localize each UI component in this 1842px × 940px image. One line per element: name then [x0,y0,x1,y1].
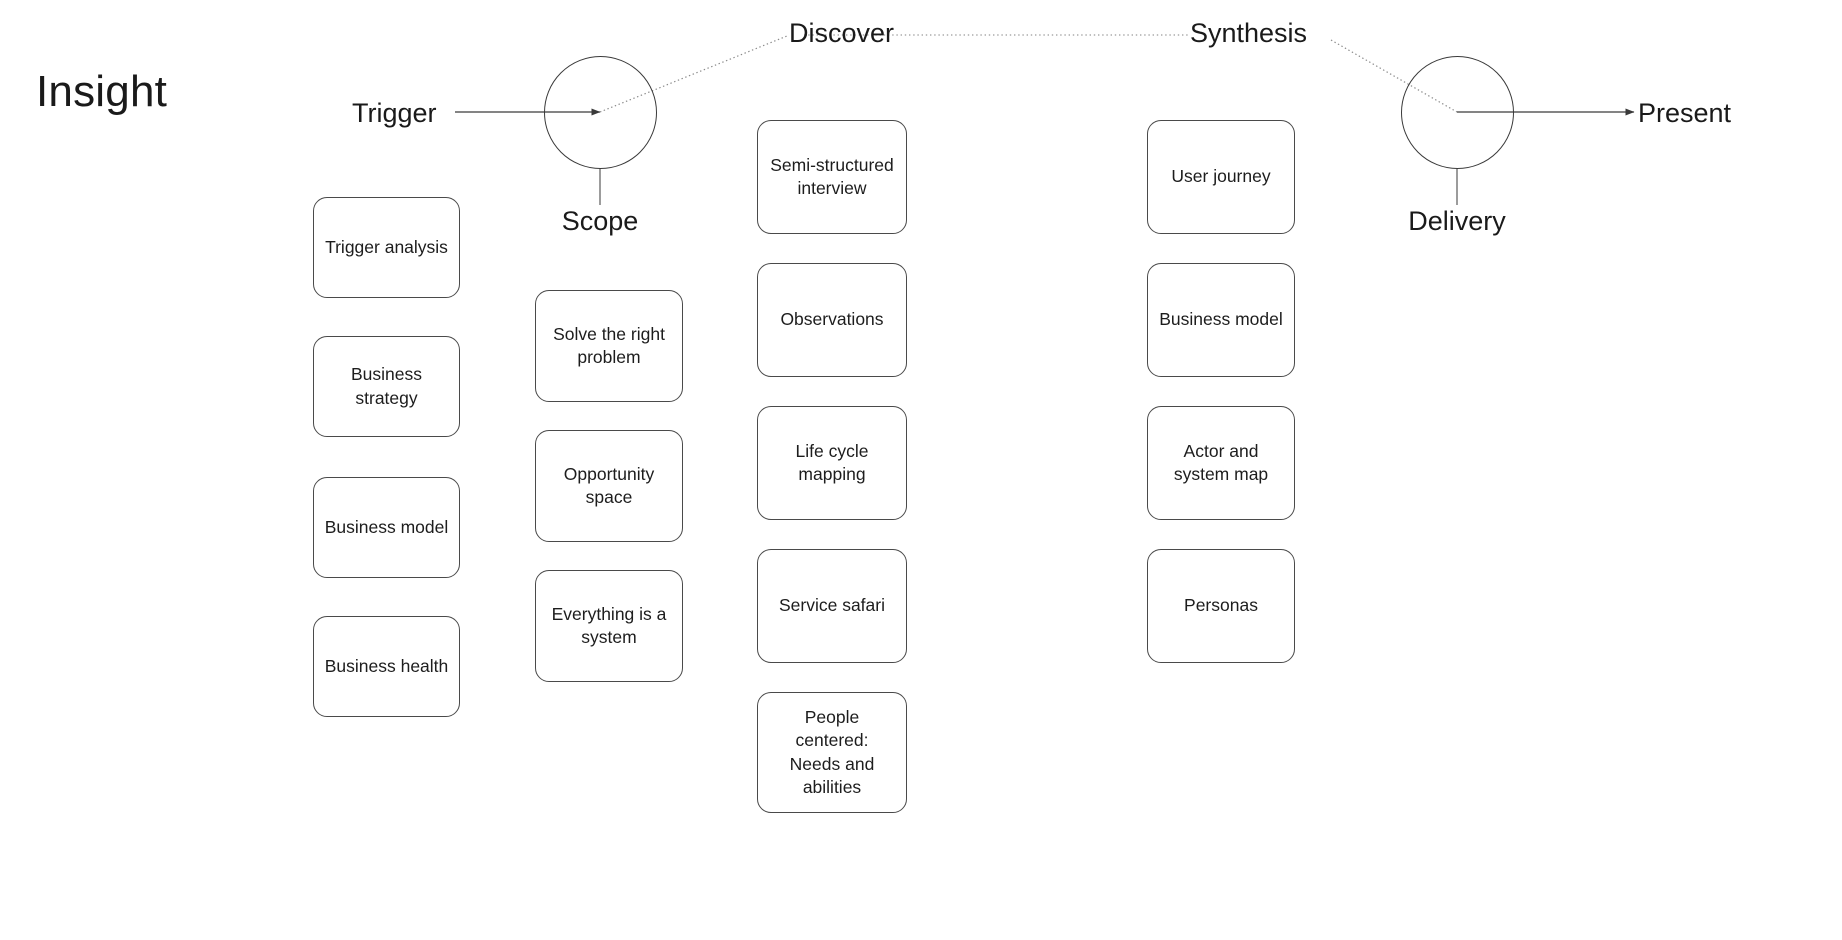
card-label: People centered: Needs and abilities [789,707,875,797]
card-label: Opportunity space [563,463,655,507]
card-personas[interactable]: Personas [1147,549,1295,663]
flow-entry-label: Trigger [352,98,437,128]
node-label-scope: Scope [561,206,639,236]
card-business-health[interactable]: Business health [313,616,460,717]
card-label: Actor and system map [1173,440,1269,484]
card-label: Observations [780,309,884,330]
card-label: User journey [1171,166,1271,187]
card-label: Semi-structured interview [770,154,894,198]
card-label: Trigger analysis [325,236,448,257]
card-people-centered-needs-and-abilities[interactable]: People centered: Needs and abilities [757,692,907,813]
node-circle-scope[interactable] [544,56,657,169]
card-everything-is-a-system[interactable]: Everything is a system [535,570,683,682]
flow-exit-label: Present [1638,98,1732,128]
card-business-model-trigger[interactable]: Business model [313,477,460,578]
card-user-journey[interactable]: User journey [1147,120,1295,234]
card-business-strategy[interactable]: Business strategy [313,336,460,437]
node-circle-delivery[interactable] [1401,56,1514,169]
card-life-cycle-mapping[interactable]: Life cycle mapping [757,406,907,520]
card-label: Personas [1184,595,1258,616]
card-label: Business strategy [350,364,422,408]
phase-label-synthesis: Synthesis [1190,18,1308,48]
card-service-safari[interactable]: Service safari [757,549,907,663]
card-actor-and-system-map[interactable]: Actor and system map [1147,406,1295,520]
card-label: Everything is a system [551,603,667,647]
card-semi-structured-interview[interactable]: Semi-structured interview [757,120,907,234]
card-observations[interactable]: Observations [757,263,907,377]
node-label-delivery: Delivery [1408,206,1506,236]
card-trigger-analysis[interactable]: Trigger analysis [313,197,460,298]
card-solve-the-right-problem[interactable]: Solve the right problem [535,290,683,402]
phase-label-discover: Discover [789,18,895,48]
card-business-model-synthesis[interactable]: Business model [1147,263,1295,377]
card-label: Solve the right problem [553,323,665,367]
card-label: Business health [324,655,449,676]
card-label: Business model [1159,309,1283,330]
page-title: Insight [36,67,168,116]
card-label: Life cycle mapping [795,440,869,484]
card-opportunity-space[interactable]: Opportunity space [535,430,683,542]
card-label: Service safari [778,595,885,616]
card-label: Business model [324,516,449,537]
